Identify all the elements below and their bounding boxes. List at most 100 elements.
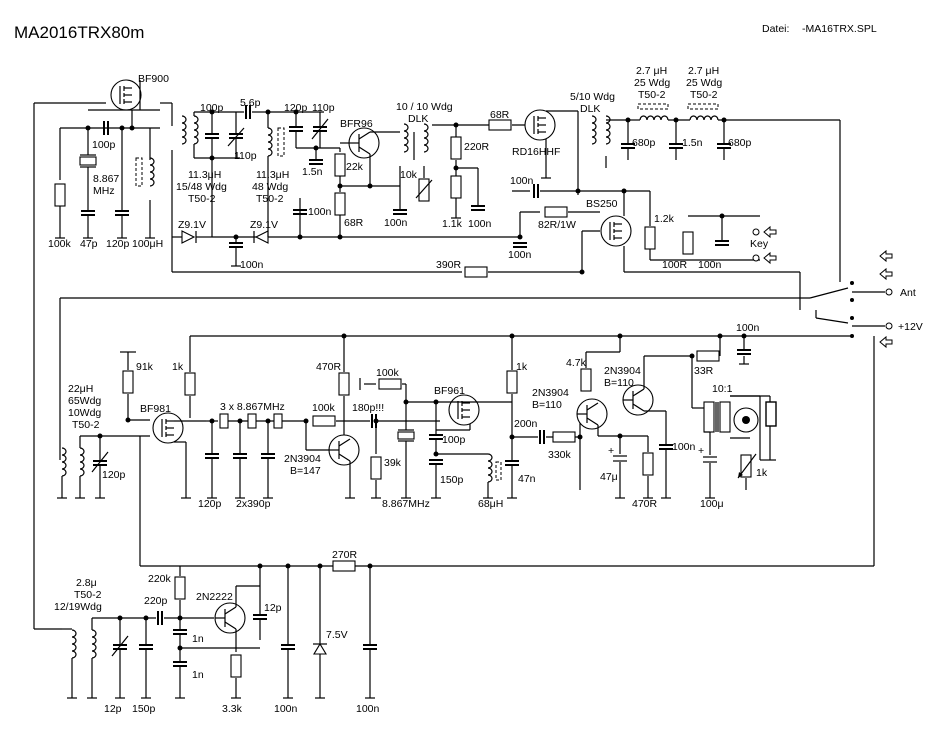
cap-47u: 47μ	[600, 471, 618, 483]
cap-150p-bfo: 150p	[440, 474, 464, 486]
res-39k: 39k	[384, 457, 402, 469]
bs250-label: BS250	[586, 198, 618, 210]
xtal-filter-1	[219, 413, 229, 429]
q1-2n3904-af	[576, 398, 608, 430]
cap-12p-var: 12p	[104, 703, 122, 715]
cap-100n-drv-a: 100n	[384, 217, 408, 229]
dlk2-label: DLK	[580, 103, 600, 115]
cap-100n-mix: 100n	[308, 206, 332, 218]
res-22k: 22k	[346, 161, 364, 173]
rx-coil-core: T50-2	[72, 419, 100, 431]
lpf-section: 2.7 μH 25 Wdg T50-2 2.7 μH 25 Wdg T50-2 …	[620, 65, 841, 282]
bs250-transistor	[600, 215, 632, 247]
junctions	[85, 109, 747, 651]
res-220k: 220k	[148, 573, 172, 585]
v12-label: +12V	[898, 321, 923, 333]
cap-100u: 100μ	[700, 498, 724, 510]
ant-terminal[interactable]	[885, 288, 893, 296]
cap-1n-a: 1n	[192, 633, 204, 645]
rx-coil-turns-b: 10Wdg	[68, 407, 101, 419]
cap-120p-xf: 120p	[198, 498, 222, 510]
cap-2x390p: 2x390p	[236, 498, 271, 510]
driver-section: BFR96 22k 68R 10 / 10 Wdg DLK 100n 10k 2…	[334, 101, 512, 237]
zener-label-a: Z9.1V	[178, 219, 206, 231]
pot-10k: 10k	[400, 169, 418, 181]
coil2-core: T50-2	[256, 193, 284, 205]
res-1-2k: 1.2k	[654, 213, 675, 225]
rx-section: 22μH 65Wdg 10Wdg T50-2 120p 91k 1k BF981	[56, 336, 536, 567]
dlk1-turns: 10 / 10 Wdg	[396, 101, 453, 113]
res-220r: 220R	[464, 141, 490, 153]
res-4-7k: 4.7k	[566, 357, 587, 369]
cap-1-5n-mix: 1.5n	[302, 166, 323, 178]
power-switch-lever[interactable]	[815, 317, 849, 324]
osc-coil-core: T50-2	[74, 589, 102, 601]
res-390r: 390R	[436, 259, 462, 271]
cap-1n-b: 1n	[192, 669, 204, 681]
cap-100n-osc-b: 100n	[356, 703, 380, 715]
res-68r-pa: 68R	[490, 109, 510, 121]
res-470r-af: 470R	[632, 498, 658, 510]
q1-label: 2N3904	[532, 387, 569, 399]
v12-terminal[interactable]	[885, 322, 893, 330]
af-transformer-primary	[703, 401, 715, 433]
vfo-section: BF900 100p 100k 8.867 MHz 47p 120p 100μH	[33, 73, 582, 630]
key-terminal-2[interactable]	[752, 254, 760, 262]
rx-coil-turns-a: 65Wdg	[68, 395, 101, 407]
osc-coil-inductance: 2.8μ	[76, 577, 97, 589]
key-terminal-1[interactable]	[752, 228, 760, 236]
bf900-transistor	[110, 79, 142, 111]
bf961-transistor	[448, 394, 480, 426]
res-91k: 91k	[136, 361, 154, 373]
cap-100n-vfo: 100n	[240, 259, 264, 271]
lpf-l2-core: T50-2	[690, 89, 718, 101]
cap-180p: 180p!!!	[352, 402, 384, 414]
coil2-inductance: 11.3μH	[256, 169, 289, 181]
mixer-section: 100p 110p 11.3μH 15/48 Wdg T50-2 5.6p 11…	[176, 97, 520, 238]
xtal-filter-label: 3 x 8.867MHz	[220, 401, 285, 413]
file-label: Datei:	[762, 23, 789, 35]
coil-68uh: 68μH	[478, 498, 503, 510]
bf981-label: BF981	[140, 403, 171, 415]
rx-coil-inductance: 22μH	[68, 383, 93, 395]
coil1-inductance: 11.3μH	[188, 169, 221, 181]
bf981-transistor	[152, 412, 184, 444]
cap-47p: 47p	[80, 238, 98, 250]
dlk1-label: DLK	[408, 113, 428, 125]
lpf-l2-inductance: 2.7 μH	[688, 65, 719, 77]
lpf-l2-turns: 25 Wdg	[686, 77, 722, 89]
res-1k-rx: 1k	[172, 361, 184, 373]
res-100k-rx: 100k	[312, 402, 336, 414]
key-label: Key	[750, 238, 769, 250]
cap-100n-sw: 100n	[736, 322, 760, 334]
zener-91v-a	[181, 230, 196, 244]
res-330k: 330k	[548, 449, 572, 461]
cap-47n: 47n	[518, 473, 536, 485]
cap-100p-bfo: 100p	[442, 434, 466, 446]
cap-120p-mix: 120p	[284, 102, 308, 114]
cap-100n-osc-a: 100n	[274, 703, 298, 715]
lpf-l1-turns: 25 Wdg	[634, 77, 670, 89]
cap-100n-key: 100n	[698, 259, 722, 271]
headphone-icon	[765, 401, 777, 427]
cap-120p-vfo: 120p	[106, 238, 130, 250]
coil1-core: T50-2	[188, 193, 216, 205]
cap-680p-b: 680p	[728, 137, 752, 149]
zener-7-5v	[313, 642, 327, 655]
af-section: 200n 330k 2N3904 B=110 4.7k 2N3904 B=110…	[512, 336, 777, 510]
crystal-bfo-freq: 8.867MHz	[382, 498, 430, 510]
file-name: -MA16TRX.SPL	[802, 23, 877, 35]
cap-100n-af: 100n	[672, 441, 696, 453]
cap-110p-b: 110p	[312, 102, 335, 114]
q-2n2222-label: 2N2222	[196, 591, 233, 603]
cap-1-5n-lpf: 1.5n	[682, 137, 703, 149]
zener-label-b: Z9.1V	[250, 219, 278, 231]
cap-150p-osc: 150p	[132, 703, 156, 715]
coil1-turns: 15/48 Wdg	[176, 181, 227, 193]
crystal-freq: 8.867	[93, 173, 119, 185]
osc-section: 2.8μ T50-2 12/19Wdg 12p 150p 220p 220k 1…	[54, 549, 380, 715]
lpf-l1-inductance: 2.7 μH	[636, 65, 667, 77]
ant-switch-lever[interactable]	[809, 287, 849, 299]
cap-5-6p: 5.6p	[240, 97, 261, 109]
